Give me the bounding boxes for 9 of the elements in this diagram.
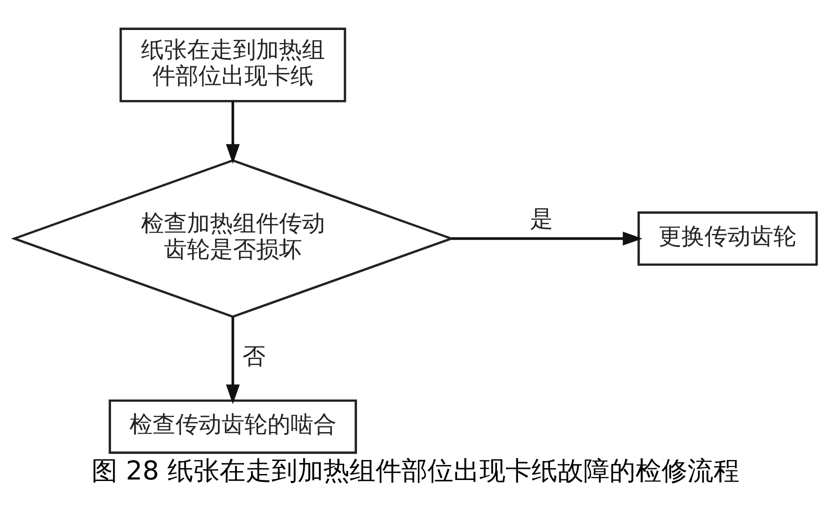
caption: 图 28 纸张在走到加热组件部位出现卡纸故障的检修流程	[92, 456, 740, 486]
node-box: 纸张在走到加热组件部位出现卡纸	[120, 27, 346, 102]
arrow	[226, 100, 240, 164]
arrow	[226, 316, 240, 404]
edge-label: 是	[530, 206, 553, 232]
node-box: 更换传动齿轮	[638, 210, 818, 266]
edge-label: 否	[242, 344, 266, 370]
arrow	[451, 231, 643, 245]
node-box: 检查传动齿轮的啮合	[108, 398, 357, 454]
